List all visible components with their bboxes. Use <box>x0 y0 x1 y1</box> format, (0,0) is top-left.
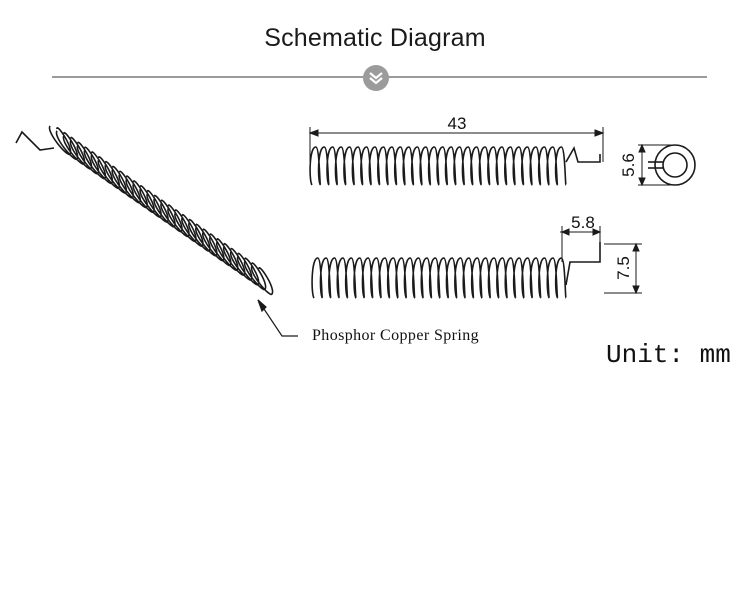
end-view-ring <box>648 144 696 186</box>
coil-path <box>311 257 567 299</box>
spring-tail-bottom <box>565 242 601 286</box>
length-dimension <box>308 127 605 162</box>
spring-hook <box>15 130 55 151</box>
coil-row-bottom <box>311 257 567 299</box>
coil-path <box>309 146 567 186</box>
coil-row-top <box>309 146 567 186</box>
callout-leader <box>257 299 298 337</box>
height-dimension <box>604 242 642 295</box>
diameter-dimension <box>638 143 675 187</box>
perspective-spring <box>15 125 274 295</box>
callout-label: Phosphor Copper Spring <box>312 327 480 344</box>
perspective-coils <box>48 125 274 295</box>
tail-width-dimension <box>560 226 602 262</box>
height-dimension-label: 7.5 <box>614 256 633 280</box>
page-title: Schematic Diagram <box>264 24 486 52</box>
spring-tail-top <box>565 145 601 163</box>
length-dimension-label: 43 <box>448 114 467 133</box>
side-view-spring-top <box>309 145 601 186</box>
coil-path <box>48 125 274 295</box>
double-chevron-down-icon <box>363 65 389 91</box>
tail-width-dimension-label: 5.8 <box>571 213 595 232</box>
side-view-spring-bottom <box>311 242 601 299</box>
diameter-dimension-label: 5.6 <box>619 153 638 177</box>
unit-label: Unit: mm <box>606 340 731 370</box>
